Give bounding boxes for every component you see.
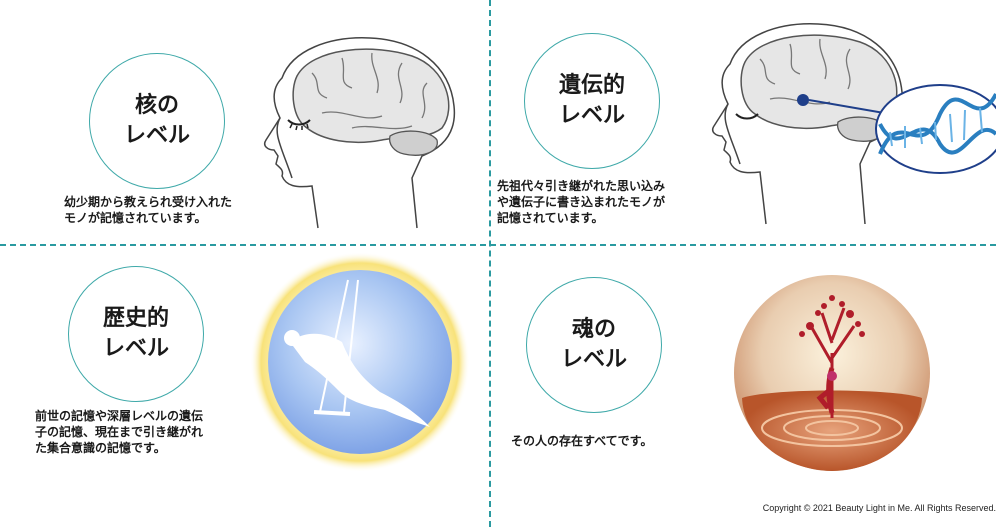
soul-level-description: その人の存在すべてです。 xyxy=(511,434,653,448)
soul-level-circle: 魂の レベル xyxy=(526,277,662,413)
core-level-title: 核の レベル xyxy=(123,93,190,148)
genetic-level-circle: 遺伝的 レベル xyxy=(524,33,660,169)
core-level-circle: 核の レベル xyxy=(89,53,225,189)
genetic-level-title: 遺伝的 レベル xyxy=(558,73,625,128)
soul-level-title: 魂の レベル xyxy=(560,317,627,372)
swing-silhouette-image xyxy=(250,252,470,472)
historical-level-circle: 歴史的 レベル xyxy=(68,266,204,402)
historical-level-description: 前世の記憶や深層レベルの遺伝 子の記憶、現在まで引き継がれ た集合意識の記憶です… xyxy=(35,409,204,455)
copyright-text: Copyright © 2021 Beauty Light in Me. All… xyxy=(762,503,996,513)
horizontal-divider xyxy=(0,244,996,246)
brain-dna-icon xyxy=(711,23,996,225)
core-level-description: 幼少期から教えられ受け入れた モノが記憶されています。 xyxy=(64,195,233,225)
genetic-level-description: 先祖代々引き継がれた思い込み や遺伝子に書き込まれたモノが 記憶されています。 xyxy=(497,179,666,225)
vertical-divider xyxy=(489,0,491,527)
tree-woman-image xyxy=(734,275,930,471)
historical-level-title: 歴史的 レベル xyxy=(102,306,169,361)
brain-head-icon xyxy=(263,37,456,229)
